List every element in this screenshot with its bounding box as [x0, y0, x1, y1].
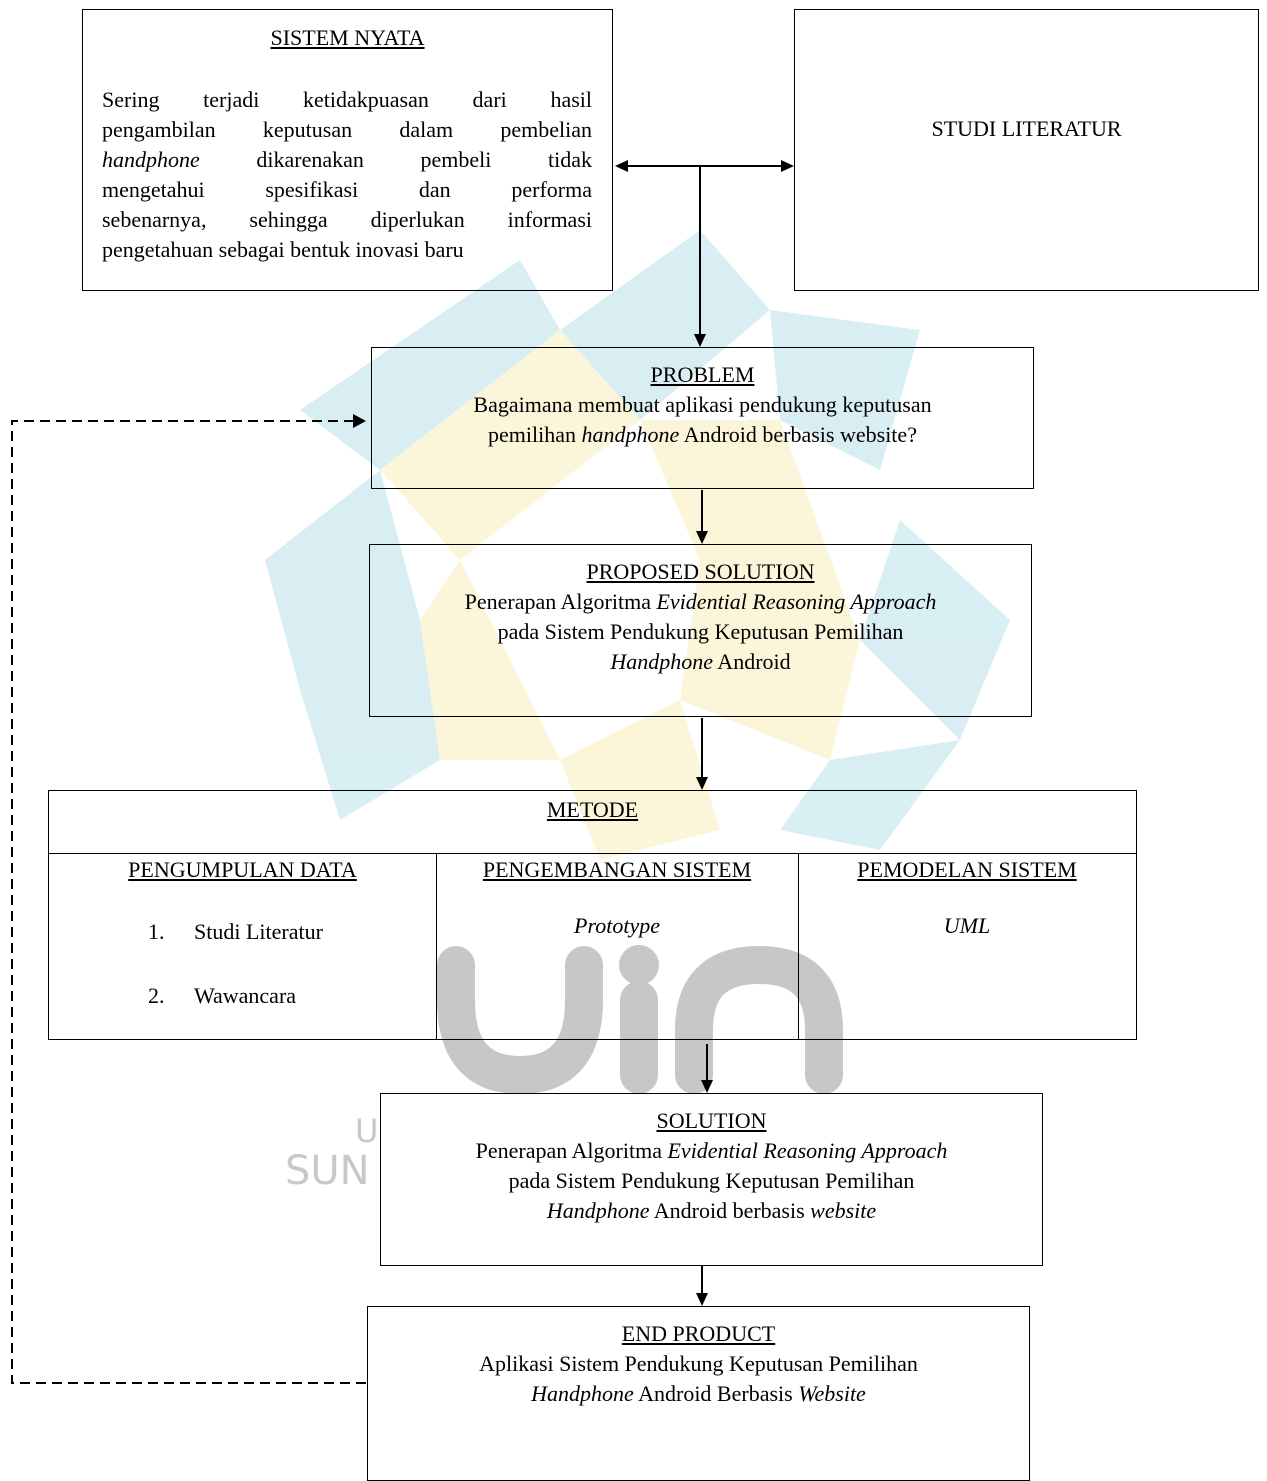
- metode-col-divider-1: [436, 853, 437, 1039]
- end-product-line-2-italic-2: Website: [798, 1381, 866, 1406]
- pengembangan-sistem-value: Prototype: [574, 913, 660, 938]
- pengumpulan-item-1-num: 1.: [148, 919, 165, 944]
- solution-line-1: Penerapan Algoritma Evidential Reasoning…: [381, 1136, 1042, 1166]
- end-product-line-2: Handphone Android Berbasis Website: [368, 1379, 1029, 1409]
- proposed-solution-line-1-italic: Evidential Reasoning Approach: [656, 589, 937, 614]
- pengumpulan-item-1: 1. Studi Literatur: [148, 919, 323, 945]
- end-product-box: END PRODUCT Aplikasi Sistem Pendukung Ke…: [367, 1306, 1030, 1481]
- metode-box: METODE PENGUMPULAN DATA 1. Studi Literat…: [48, 790, 1137, 1040]
- proposed-solution-line-2: pada Sistem Pendukung Keputusan Pemiliha…: [497, 619, 904, 644]
- sistem-nyata-line-2: pengambilan keputusan dalam pembelian: [102, 117, 592, 142]
- metode-title: METODE: [546, 797, 639, 822]
- pemodelan-sistem-cell: PEMODELAN SISTEM UML: [798, 857, 1136, 939]
- problem-line-2: pemilihan handphone Android berbasis web…: [372, 420, 1033, 450]
- sistem-nyata-italic-word: handphone: [102, 147, 200, 172]
- pengumpulan-item-2-num: 2.: [148, 983, 165, 1008]
- problem-line-1: Bagaimana membuat aplikasi pendukung kep…: [473, 392, 932, 417]
- pengumpulan-item-2: 2. Wawancara: [148, 983, 296, 1009]
- solution-line-2: pada Sistem Pendukung Keputusan Pemiliha…: [508, 1168, 915, 1193]
- watermark-uin-letters: [437, 945, 843, 1095]
- sistem-nyata-line-6: pengetahuan sebagai bentuk inovasi baru: [102, 237, 464, 262]
- studi-literatur-box: STUDI LITERATUR: [794, 9, 1259, 291]
- pengembangan-sistem-title: PENGEMBANGAN SISTEM: [482, 857, 752, 882]
- studi-literatur-title: STUDI LITERATUR: [931, 116, 1122, 141]
- sistem-nyata-line-4: mengetahui spesifikasi dan performa: [102, 177, 592, 202]
- problem-box: PROBLEM Bagaimana membuat aplikasi pendu…: [371, 347, 1034, 489]
- feedback-arrowhead: [353, 414, 366, 428]
- solution-line-3-italic-2: website: [810, 1198, 877, 1223]
- end-product-line-2-b: Android Berbasis: [633, 1381, 799, 1406]
- proposed-solution-line-1-a: Penerapan Algoritma: [464, 589, 657, 614]
- pemodelan-sistem-value: UML: [943, 913, 991, 938]
- problem-title: PROBLEM: [650, 362, 755, 387]
- watermark-text-sun: SUN: [285, 1148, 370, 1194]
- solution-line-3-b: Android berbasis: [649, 1198, 811, 1223]
- sistem-nyata-line-5: sebenarnya, sehingga diperlukan informas…: [102, 207, 592, 232]
- metode-divider: [49, 853, 1136, 854]
- sistem-nyata-title: SISTEM NYATA: [270, 25, 425, 50]
- solution-line-3-italic: Handphone: [546, 1198, 650, 1223]
- proposed-solution-box: PROPOSED SOLUTION Penerapan Algoritma Ev…: [369, 544, 1032, 717]
- sistem-nyata-line-3: handphone dikarenakan pembeli tidak: [102, 145, 592, 175]
- sistem-nyata-box: SISTEM NYATA Sering terjadi ketidakpuasa…: [82, 9, 613, 291]
- watermark-text-u: U: [355, 1112, 379, 1150]
- pemodelan-sistem-title: PEMODELAN SISTEM: [857, 857, 1077, 882]
- sistem-nyata-line-1: Sering terjadi ketidakpuasan dari hasil: [102, 87, 592, 112]
- solution-box: SOLUTION Penerapan Algoritma Evidential …: [380, 1093, 1043, 1266]
- sistem-nyata-line-3-rest: dikarenakan pembeli tidak: [256, 147, 592, 172]
- feedback-dashed-line: [11, 420, 366, 1384]
- proposed-solution-line-3: Handphone Android: [370, 647, 1031, 677]
- solution-line-3: Handphone Android berbasis website: [381, 1196, 1042, 1226]
- pengumpulan-data-title: PENGUMPULAN DATA: [128, 857, 357, 882]
- watermark-dot: [619, 945, 659, 985]
- problem-line-2-b: Android berbasis website?: [679, 422, 917, 447]
- pengumpulan-data-cell: PENGUMPULAN DATA: [49, 857, 436, 883]
- watermark-star-logo: [265, 230, 1010, 860]
- metode-col-divider-2: [798, 853, 799, 1039]
- end-product-line-1: Aplikasi Sistem Pendukung Keputusan Pemi…: [479, 1351, 918, 1376]
- pengumpulan-item-2-label: Wawancara: [194, 983, 297, 1008]
- proposed-solution-line-3-italic: Handphone: [610, 649, 714, 674]
- end-product-title: END PRODUCT: [621, 1321, 776, 1346]
- end-product-line-2-italic: Handphone: [531, 1381, 634, 1406]
- problem-line-2-italic: handphone: [581, 422, 680, 447]
- proposed-solution-title: PROPOSED SOLUTION: [586, 559, 815, 584]
- solution-title: SOLUTION: [656, 1108, 767, 1133]
- proposed-solution-line-3-b: Android: [713, 649, 791, 674]
- proposed-solution-line-1: Penerapan Algoritma Evidential Reasoning…: [370, 587, 1031, 617]
- problem-line-2-a: pemilihan: [488, 422, 582, 447]
- solution-line-1-italic: Evidential Reasoning Approach: [667, 1138, 948, 1163]
- solution-line-1-a: Penerapan Algoritma: [475, 1138, 668, 1163]
- pengembangan-sistem-cell: PENGEMBANGAN SISTEM Prototype: [436, 857, 798, 939]
- pengumpulan-item-1-label: Studi Literatur: [194, 919, 323, 944]
